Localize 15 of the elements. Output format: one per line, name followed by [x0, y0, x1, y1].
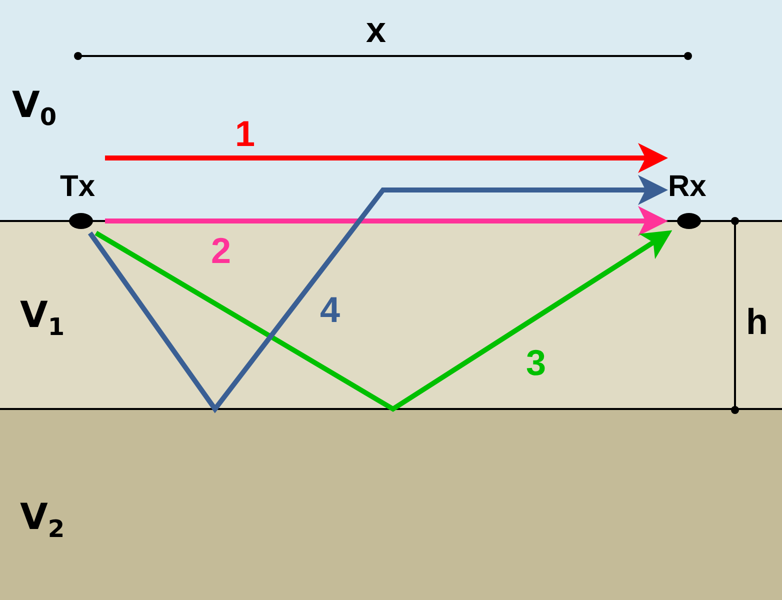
station-label: Rx [668, 170, 706, 204]
dimension-label: x [366, 12, 386, 48]
ray-number: 3 [526, 345, 546, 381]
ray-arrow [105, 206, 668, 236]
ray-number: 4 [320, 292, 340, 328]
ray-arrow [105, 143, 668, 173]
ray-arrow [94, 230, 672, 412]
velocity-label: V$_{2}$ [20, 500, 65, 546]
velocity-label: V$_{0}$ [12, 88, 57, 134]
velocity-label: V$_{1}$ [20, 298, 65, 344]
station-label: Tx [60, 170, 96, 204]
ray-number: 2 [211, 233, 232, 269]
dimension-label: h [746, 304, 768, 340]
ray-arrow [88, 175, 668, 414]
ray-number: 1 [235, 116, 256, 152]
